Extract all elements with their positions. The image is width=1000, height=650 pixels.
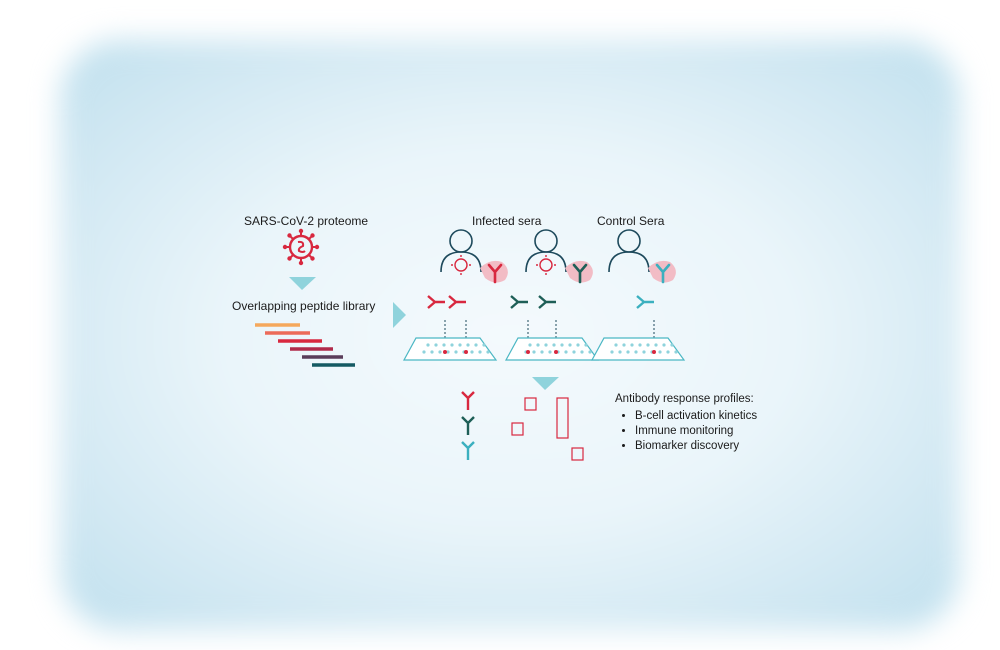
microarray-plate-icon — [403, 337, 685, 361]
profiles-list: B-cell activation kinetics Immune monito… — [615, 409, 757, 454]
down-arrow-icon — [289, 277, 316, 290]
list-item: B-cell activation kinetics — [635, 409, 757, 424]
down-arrow-icon — [532, 377, 559, 390]
peptide-library — [255, 323, 355, 367]
person-icon — [440, 229, 650, 273]
infected-sera-label: Infected sera — [472, 214, 542, 228]
serum-bubble — [480, 260, 676, 283]
library-label: Overlapping peptide library — [232, 299, 376, 313]
profiles-title: Antibody response profiles: — [615, 393, 754, 405]
antibody-profile-rows — [461, 391, 600, 461]
positive-well — [443, 350, 656, 354]
profiles-panel: Antibody response profiles: B-cell activ… — [615, 393, 757, 454]
virus-icon — [451, 255, 556, 275]
antibody-icon — [427, 295, 654, 309]
list-item: Immune monitoring — [635, 424, 757, 439]
background-glow — [60, 40, 960, 630]
list-item: Biomarker discovery — [635, 439, 757, 454]
proteome-label: SARS-CoV-2 proteome — [244, 214, 369, 228]
virus-icon — [282, 228, 320, 266]
control-sera-label: Control Sera — [597, 214, 665, 228]
right-arrow-icon — [393, 302, 406, 328]
